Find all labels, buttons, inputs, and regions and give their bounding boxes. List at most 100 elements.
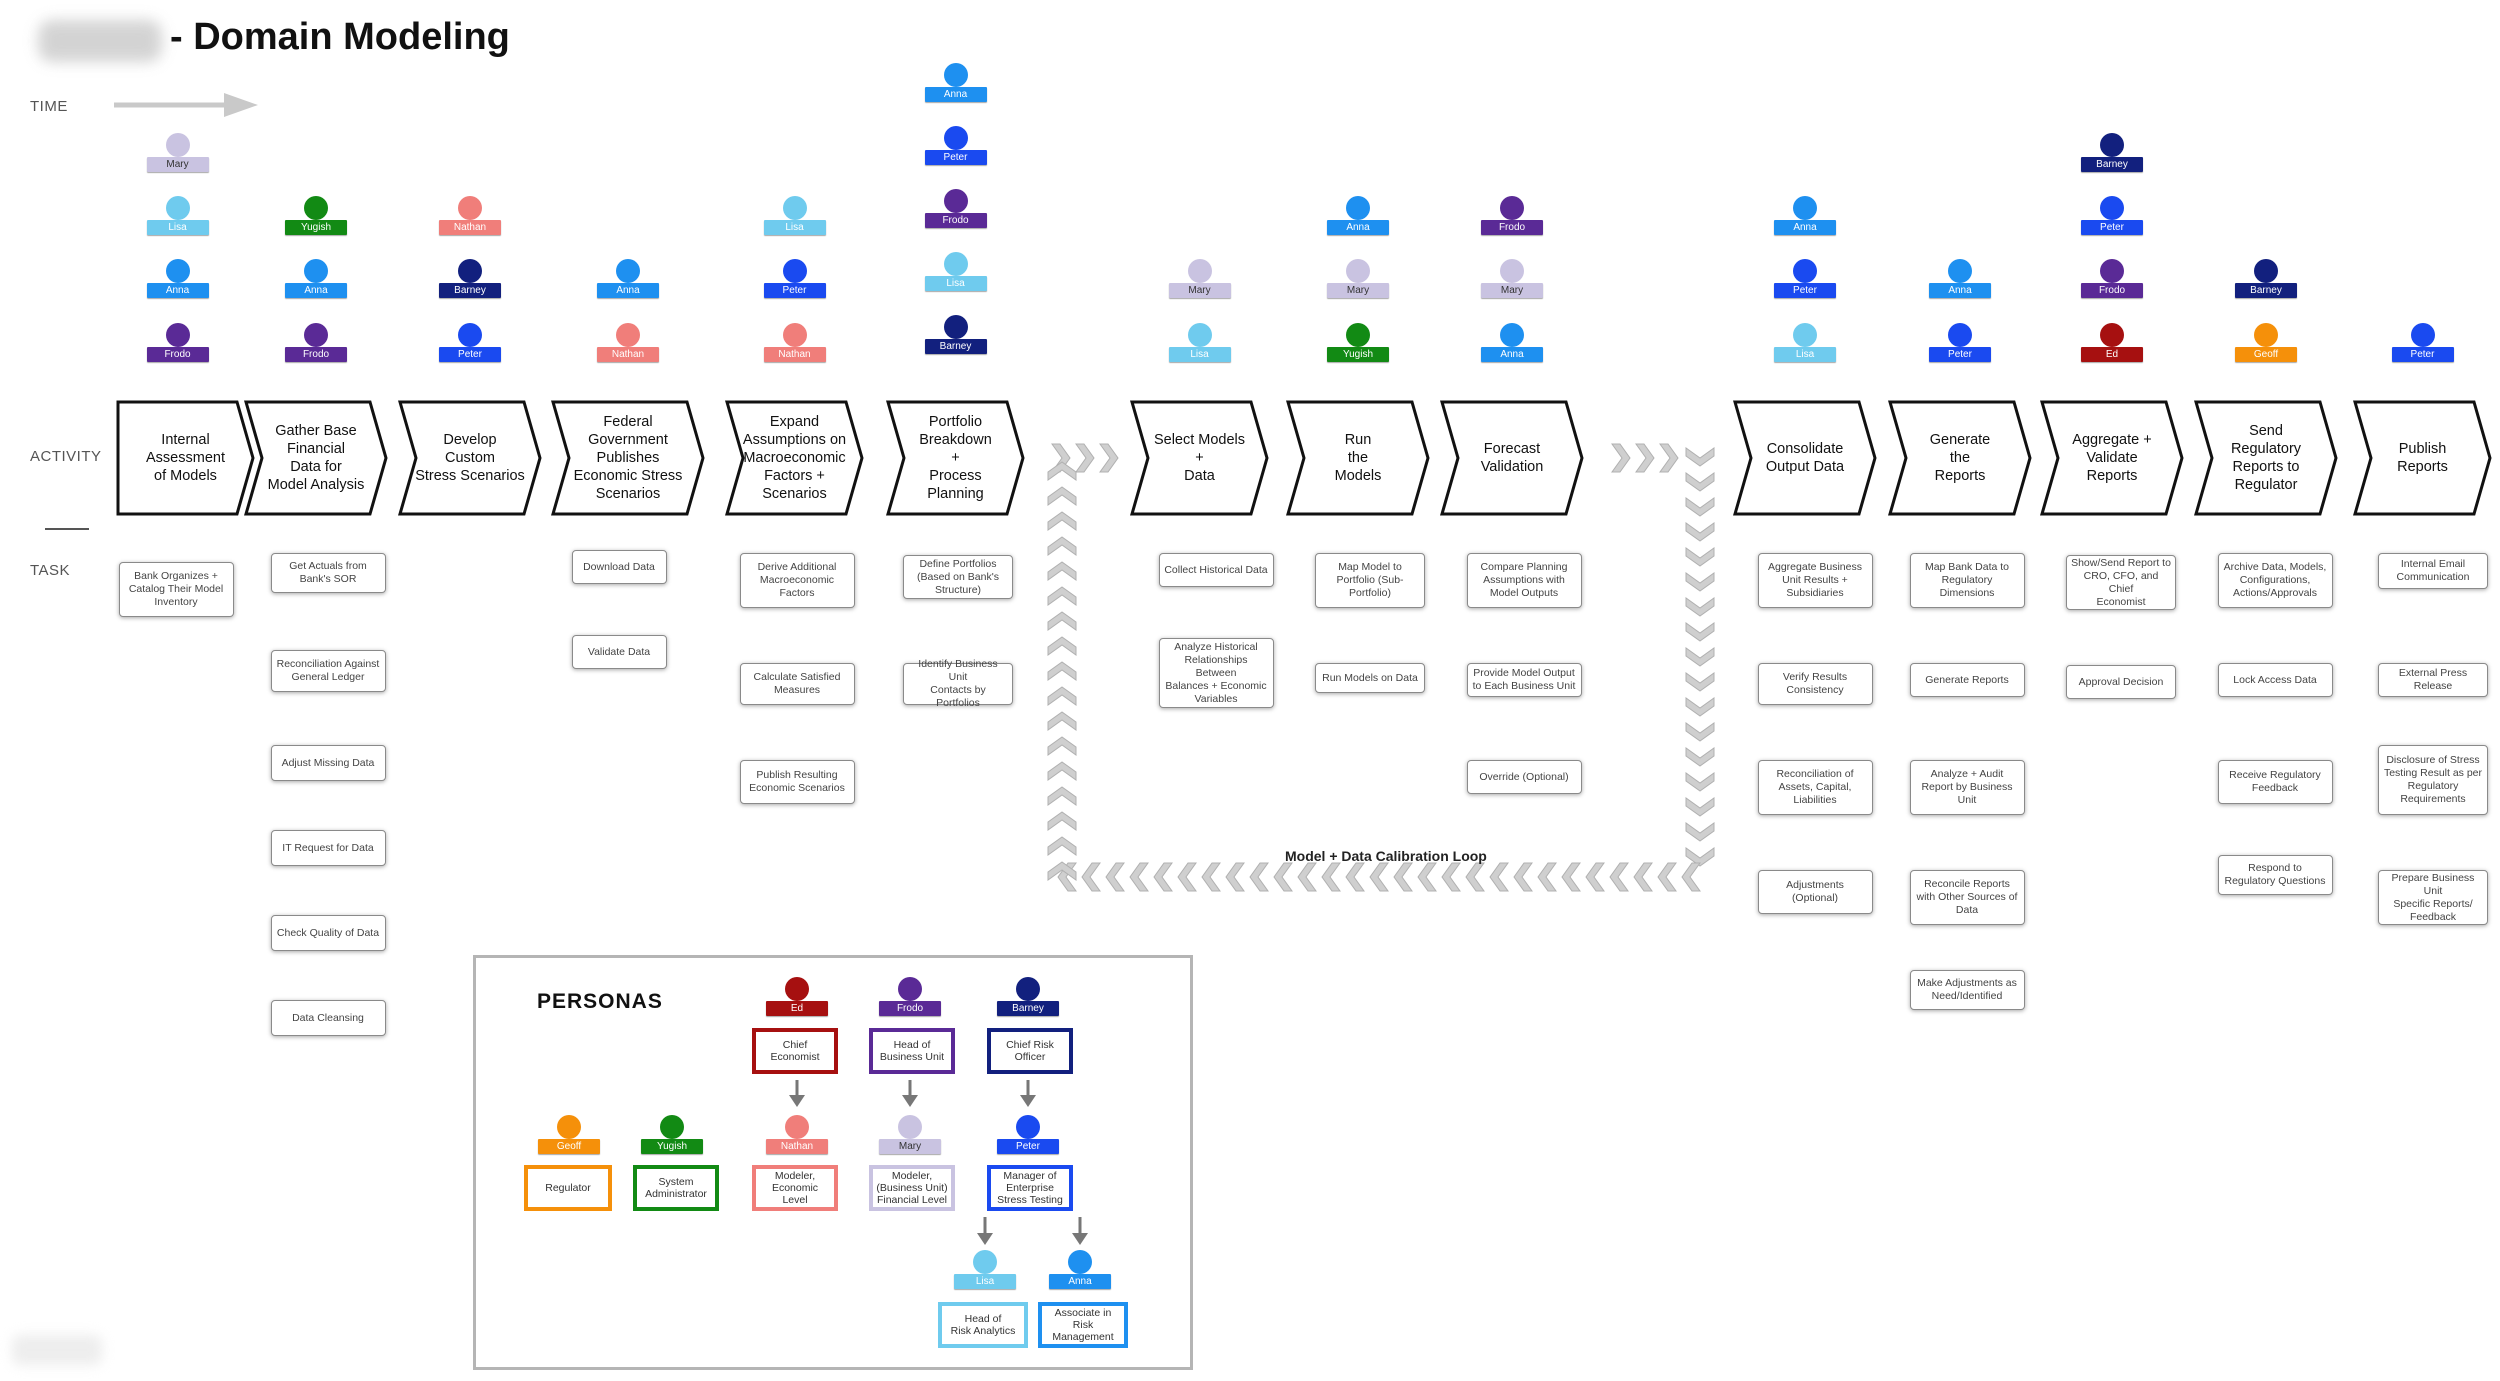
task-card: Analyze + Audit Report by Business Unit — [1909, 760, 2025, 815]
person-avatar-icon — [304, 259, 328, 283]
person-name-tag: Ed — [766, 1001, 828, 1016]
hierarchy-arrow-icon — [902, 1080, 918, 1107]
person-name-tag: Yugish — [1327, 347, 1389, 362]
person-name-tag: Yugish — [285, 220, 347, 235]
person-name-tag: Anna — [597, 283, 659, 298]
person-avatar-icon — [898, 1115, 922, 1139]
calibration-loop-label: Model + Data Calibration Loop — [1285, 848, 1487, 864]
person-name-tag: Mary — [1168, 283, 1231, 298]
person-avatar-icon — [1793, 196, 1817, 220]
task-card: Reconcile Reports with Other Sources of … — [1909, 870, 2025, 925]
persona-role-box: System Administrator — [633, 1165, 719, 1211]
task-card: Adjust Missing Data — [270, 745, 386, 781]
person-name-tag: Lisa — [924, 276, 987, 291]
person-avatar-icon — [2100, 133, 2124, 157]
person-name-tag: Barney — [924, 339, 987, 354]
person-name-tag: Anna — [285, 283, 347, 298]
persona-role-box: Chief Economist — [752, 1028, 838, 1074]
task-card: Bank Organizes + Catalog Their Model Inv… — [118, 562, 234, 617]
person-avatar-icon — [165, 323, 190, 347]
person-name-tag: Frodo — [924, 213, 987, 228]
person-avatar-icon — [304, 196, 328, 220]
person-name-tag: Anna — [1929, 283, 1991, 298]
task-card: IT Request for Data — [270, 830, 386, 866]
person-name-tag: Lisa — [146, 220, 209, 235]
person-avatar-icon — [782, 323, 807, 347]
task-card: Internal Email Communication — [2378, 553, 2488, 589]
person-avatar-icon — [782, 196, 807, 220]
task-card: Reconciliation of Assets, Capital, Liabi… — [1757, 760, 1873, 815]
person-avatar-icon — [943, 315, 968, 339]
person-avatar-icon — [458, 259, 482, 283]
person-avatar-icon — [943, 189, 968, 213]
personas-title: PERSONAS — [537, 990, 663, 1013]
task-card: Download Data — [571, 550, 667, 584]
activity-label: Gather Base Financial Data for Model Ana… — [267, 423, 365, 493]
person-name-tag: Frodo — [879, 1001, 941, 1016]
person-name-tag: Lisa — [1168, 347, 1231, 362]
personas-panel — [473, 955, 1193, 1370]
person-name-tag: Lisa — [763, 220, 826, 235]
person-name-tag: Nathan — [439, 220, 501, 235]
person-name-tag: Frodo — [1481, 220, 1543, 235]
task-card: Map Bank Data to Regulatory Dimensions — [1909, 553, 2025, 608]
activity-label: Expand Assumptions on Macroeconomic Fact… — [742, 414, 847, 502]
person-avatar-icon — [1016, 977, 1040, 1001]
activity-chevron — [1888, 400, 2032, 516]
activity-label: Aggregate + Validate Reports — [2072, 432, 2152, 484]
person-name-tag: Barney — [2235, 283, 2297, 298]
person-name-tag: Peter — [1774, 283, 1836, 298]
person-avatar-icon — [1948, 323, 1972, 347]
time-row-label: TIME — [30, 98, 68, 115]
persona-role-box: Manager of Enterprise Stress Testing — [987, 1165, 1073, 1211]
person-name-tag: Anna — [1327, 220, 1389, 235]
activity-label: Send Regulatory Reports to Regulator — [2230, 423, 2302, 493]
persona-role-box: Modeler, Economic Level — [752, 1165, 838, 1211]
task-card: Verify Results Consistency — [1757, 663, 1873, 705]
person-avatar-icon — [1346, 196, 1370, 220]
hierarchy-arrow-icon — [977, 1217, 993, 1245]
activity-chevron — [1286, 400, 1430, 516]
person-avatar-icon — [943, 63, 968, 87]
person-avatar-icon — [943, 126, 968, 150]
person-name-tag: Lisa — [1774, 347, 1836, 362]
task-card: Make Adjustments as Need/Identified — [1909, 970, 2025, 1010]
task-card: Run Models on Data — [1315, 663, 1425, 693]
activity-label: Generate the Reports — [1929, 432, 1991, 484]
persona-role-box: Associate in Risk Management — [1038, 1302, 1128, 1348]
task-card: Prepare Business Unit Specific Reports/ … — [2378, 870, 2488, 925]
task-card: Approval Decision — [2066, 665, 2176, 699]
person-avatar-icon — [165, 196, 190, 220]
task-card: Data Cleansing — [270, 1000, 386, 1036]
task-card: Reconciliation Against General Ledger — [270, 650, 386, 692]
activity-label: Federal Government Publishes Economic St… — [573, 414, 683, 502]
activity-label: Develop Custom Stress Scenarios — [415, 432, 525, 484]
person-avatar-icon — [898, 977, 922, 1001]
person-avatar-icon — [1793, 323, 1817, 347]
person-name-tag: Peter — [997, 1139, 1059, 1154]
person-name-tag: Peter — [439, 347, 501, 362]
hierarchy-arrow-icon — [789, 1080, 805, 1107]
person-name-tag: Yugish — [641, 1139, 703, 1154]
persona-role-box: Regulator — [524, 1165, 612, 1211]
person-name-tag: Anna — [1774, 220, 1836, 235]
person-avatar-icon — [973, 1250, 997, 1274]
activity-chevron — [551, 400, 705, 516]
activity-chevron — [2040, 400, 2184, 516]
activity-chevron — [244, 400, 388, 516]
person-avatar-icon — [1068, 1250, 1092, 1274]
activity-label: Portfolio Breakdown + Process Planning — [919, 414, 992, 502]
person-name-tag: Geoff — [2235, 347, 2297, 362]
person-avatar-icon — [458, 323, 482, 347]
person-avatar-icon — [2100, 196, 2124, 220]
activity-chevron — [725, 400, 864, 516]
person-name-tag: Lisa — [954, 1274, 1016, 1289]
person-avatar-icon — [458, 196, 482, 220]
task-card: Archive Data, Models, Configurations, Ac… — [2217, 553, 2333, 608]
task-card: Disclosure of Stress Testing Result as p… — [2378, 745, 2488, 815]
activity-chevron — [2353, 400, 2492, 516]
person-avatar-icon — [2100, 323, 2124, 347]
person-avatar-icon — [616, 259, 640, 283]
task-card: Validate Data — [571, 635, 667, 669]
